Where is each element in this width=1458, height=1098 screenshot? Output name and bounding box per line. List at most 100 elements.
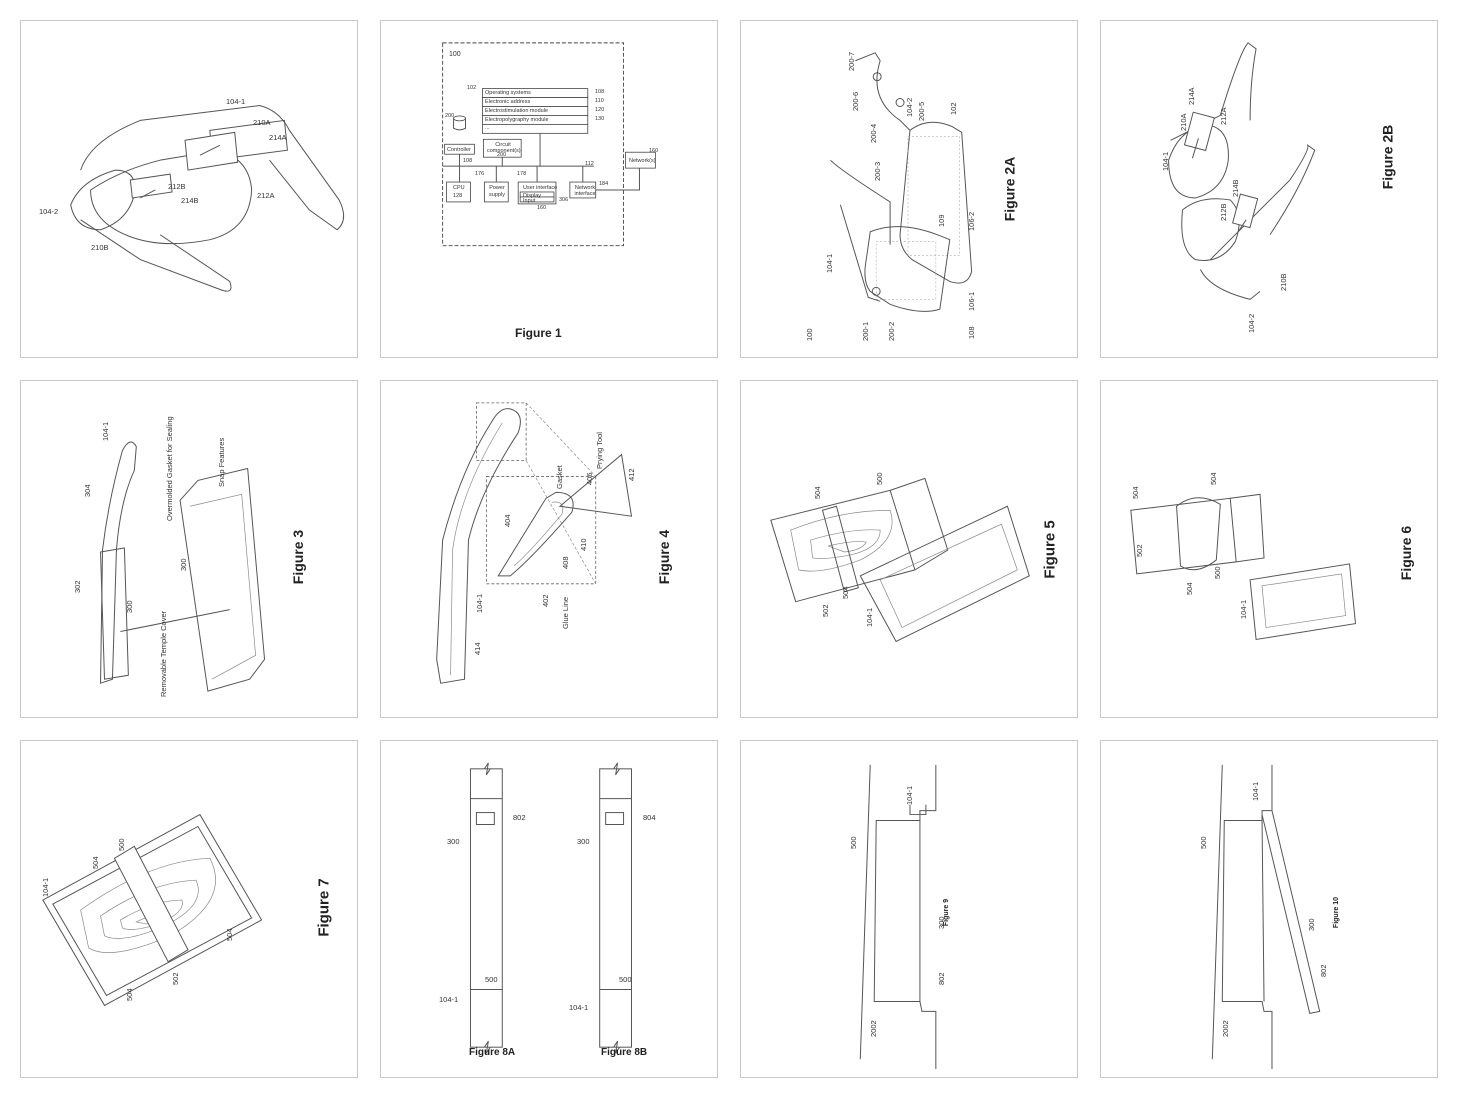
fig4-label-6: 408 [561,556,570,569]
fig1-power: Power supply [489,185,505,198]
fig5-label-2: 502 [821,604,830,617]
fig3-label-2: Snap Features [217,437,226,487]
fig1-n120: 120 [595,107,605,113]
fig4-caption: Figure 4 [656,529,673,585]
figure-panel-fig8[interactable]: 802 300 500 104-1 Figure 8A 804 300 500 … [380,740,718,1078]
fig1-network: Network(s) [629,158,656,164]
fig5-label-0: 504 [813,486,822,499]
fig4-label-1: Gasket [555,465,564,489]
fig3-drawing [100,441,266,692]
figure-panel-fig5[interactable]: 504 500 502 504 104-1 Figure 5 [740,380,1078,718]
fig1-stimulation: Electrostimulation module [485,108,548,114]
fig6-label-4: 500 [1213,566,1222,579]
fig1-controller-id: 108 [463,158,473,164]
figure-panel-fig10[interactable]: 104-1 500 300 802 2002 Figure 10 [1100,740,1438,1078]
figure-panel-fig1[interactable]: 100 102 200 Controller 108 Operating sys… [380,20,718,358]
fig1-display: Display [523,193,542,199]
fig8a-label-3: 104-1 [439,995,459,1004]
fig2b-label-0: 104-1 [1161,151,1170,171]
fig1-polygraphy: Electropolygraphy module [485,117,549,123]
fig7-label-4: 504 [225,928,234,941]
fig4-label-10: 414 [473,642,482,655]
fig7-label-1: 504 [91,856,100,869]
figure-panel-fig3[interactable]: 104-1 Overmolded Gasket for Sealing Snap… [20,380,358,718]
fig5-label-4: 104-1 [865,607,874,627]
fig2a-drawing [830,52,973,312]
fig3-label-3: 304 [83,484,92,497]
fig1-bus: 112 [585,161,594,167]
figure-panel-fig6[interactable]: 504 504 502 504 500 104-1 Figure 6 [1100,380,1438,718]
fig3-label-5: 300 [125,600,134,613]
fig1-circuit: Circuit component(s) [487,142,521,154]
fig1-netif-num: 184 [599,181,609,187]
fig2b-label-5: 214B [1231,179,1240,197]
fig2a-label-4: 102 [949,102,958,115]
fig3-label-6: Removable Temple Cover [159,610,168,697]
fig1-caption: Figure 1 [515,326,562,340]
fig2b-label-7: 104-2 [1247,313,1256,333]
fig4-label-0: Prying Tool [595,432,604,469]
label-104-1: 104-1 [226,97,246,106]
fig9-caption: Figure 9 [943,898,951,927]
fig10-label-4: 2002 [1221,1020,1230,1037]
fig2a-label-12: 200-1 [861,321,870,341]
fig1-ui: User interface [523,185,558,191]
fig2a-label-14: 109 [937,214,946,227]
fig1-ui-num: 306 [559,197,569,203]
fig1-input: Input [523,198,536,204]
fig1-n178: 178 [517,171,527,177]
fig9-drawing [859,764,937,1070]
fig9-label-1: 500 [849,836,858,849]
fig1-controller: Controller [447,147,471,153]
fig1-netif: Network interface [574,185,596,197]
fig2b-caption: Figure 2B [1379,124,1396,190]
fig8b-label-1: 300 [577,837,590,846]
label-210A: 210A [253,118,271,127]
label-210B: 210B [91,243,109,252]
fig5-label-3: 504 [841,586,850,599]
fig2b-label-1: 210A [1179,113,1188,131]
figure-panel-glasses-insert[interactable]: 104-1 210A 214A 212B 214B 212A 104-2 210… [20,20,358,358]
figure-panel-fig4[interactable]: Prying Tool Gasket 406 412 404 410 408 4… [380,380,718,718]
fig8-drawing [469,762,633,1054]
figure-panel-fig2b[interactable]: 104-1 210A 214A 212A 212B 214B 210B 104-… [1100,20,1438,358]
fig8a-label-2: 500 [485,975,498,984]
fig1-circuit-id: 200 [497,152,507,158]
fig1-ellipsis: ... [485,125,490,131]
fig3-label-7: 300 [179,558,188,571]
fig2a-label-8: 104-1 [825,253,834,273]
fig2a-label-2: 104-2 [905,97,914,117]
figure-panel-fig2a[interactable]: 200-7 200-6 104-2 200-5 102 200-4 200-3 … [740,20,1078,358]
fig9-label-0: 104-1 [905,785,914,805]
fig1-network-num: 160 [649,148,659,154]
fig4-drawing [436,402,633,684]
label-214A: 214A [269,133,287,142]
fig3-label-0: 104-1 [101,421,110,441]
fig7-label-3: 502 [171,972,180,985]
fig8b-caption: Figure 8B [601,1047,648,1058]
fig1-cpu-id: 128 [453,193,463,199]
fig4-label-9: 104-1 [475,593,484,613]
fig8a-label-0: 802 [513,813,526,822]
fig2a-caption: Figure 2A [1001,156,1018,222]
fig2b-drawing [1168,42,1316,300]
fig2b-label-2: 214A [1187,87,1196,105]
figure-panel-fig9[interactable]: 104-1 500 300 802 2002 Figure 9 [740,740,1078,1078]
fig4-label-2: 406 [585,472,594,485]
label-104-2: 104-2 [39,207,59,216]
fig6-label-5: 104-1 [1239,599,1248,619]
fig6-label-0: 504 [1131,486,1140,499]
fig2a-label-9: 106-1 [967,291,976,311]
fig1-cpu: CPU [453,185,465,191]
fig10-caption: Figure 10 [1333,896,1341,929]
fig1-system-number: 100 [449,51,461,58]
fig4-label-5: 410 [579,538,588,551]
fig6-drawing [1130,493,1357,641]
fig1-os: Operating systems [485,90,531,96]
label-212A: 212A [257,191,275,200]
fig5-caption: Figure 5 [1041,520,1059,579]
figure-panel-fig7[interactable]: 104-1 504 500 502 504 504 Figure 7 [20,740,358,1078]
fig4-label-8: Glue Line [561,596,570,629]
fig2a-label-0: 200-7 [847,51,856,71]
fig3-label-1: Overmolded Gasket for Sealing [165,416,174,521]
